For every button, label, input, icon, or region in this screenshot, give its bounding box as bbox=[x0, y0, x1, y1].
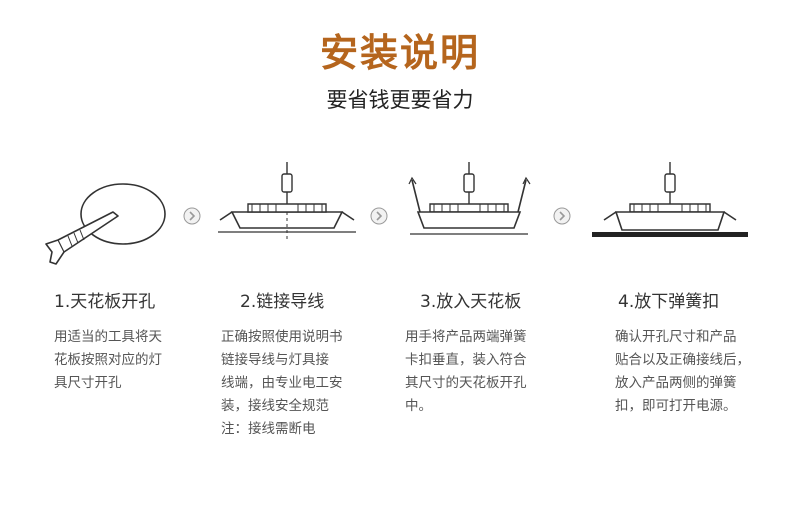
step-3-description: 用手将产品两端弹簧 卡扣垂直，装入符合 其尺寸的天花板开孔 中。 bbox=[405, 329, 527, 414]
downlight-installed-icon bbox=[592, 162, 748, 237]
page-title: 安装说明 bbox=[319, 31, 480, 75]
page-subtitle: 要省钱更要省力 bbox=[326, 88, 474, 112]
step-1-description: 用适当的工具将天 花板按照对应的灯 具尺寸开孔 bbox=[54, 329, 162, 391]
next-arrow-icon bbox=[553, 207, 571, 225]
step-1-title: 1.天花板开孔 bbox=[54, 292, 156, 312]
step-2-title: 2.链接导线 bbox=[240, 292, 325, 312]
step-3-title: 3.放入天花板 bbox=[420, 292, 522, 312]
step-4-title: 4.放下弹簧扣 bbox=[618, 292, 720, 312]
next-arrow-icon bbox=[183, 207, 201, 225]
downlight-springs-up-icon bbox=[408, 162, 531, 235]
downlight-wiring-icon bbox=[218, 162, 356, 242]
next-arrow-icon bbox=[370, 207, 388, 225]
knife-cutting-hole-icon bbox=[45, 183, 166, 265]
step-4-description: 确认开孔尺寸和产品 贴合以及正确接线后， 放入产品两侧的弹簧 扣，即可打开电源。 bbox=[615, 329, 750, 414]
step-2-description: 正确按照使用说明书 链接导线与灯具接 线端，由专业电工安 装，接线安全规范 注：… bbox=[221, 329, 343, 437]
